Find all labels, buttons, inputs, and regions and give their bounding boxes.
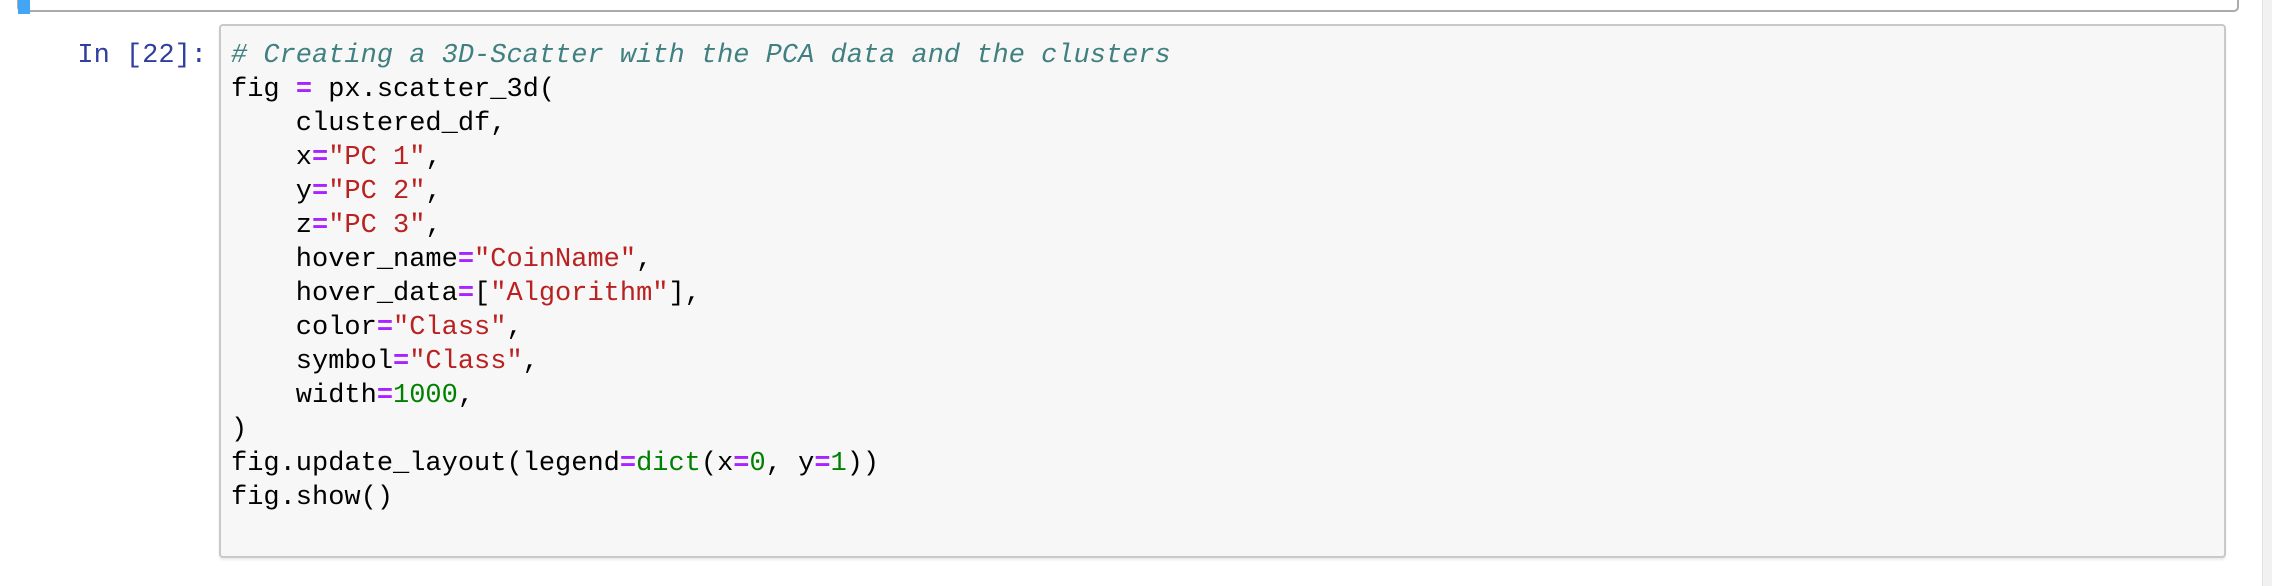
- code-line: width=1000,: [231, 379, 2214, 413]
- code-line: hover_name="CoinName",: [231, 243, 2214, 277]
- code-token: "CoinName": [474, 245, 637, 275]
- code-token: [: [474, 279, 491, 309]
- code-line: ): [231, 413, 2214, 447]
- code-token: 1: [830, 449, 847, 479]
- code-token: , y: [765, 449, 815, 479]
- code-cell-input[interactable]: # Creating a 3D-Scatter with the PCA dat…: [219, 24, 2226, 558]
- code-line: fig.show(): [231, 481, 2214, 515]
- code-line: z="PC 3",: [231, 209, 2214, 243]
- code-token: px.scatter_3d(: [312, 75, 556, 105]
- code-token: "PC 1": [328, 143, 426, 173]
- code-token: =: [312, 177, 329, 207]
- code-token: =: [312, 211, 329, 241]
- selected-cell-indicator: [18, 0, 30, 14]
- code-token: "PC 3": [328, 211, 426, 241]
- code-token: ,: [457, 381, 475, 411]
- code-token: =: [376, 381, 394, 411]
- code-token: fig: [231, 75, 296, 105]
- code-token: =: [376, 313, 394, 343]
- code-token: =: [457, 279, 475, 309]
- code-token: ,: [425, 143, 442, 173]
- code-token: fig.show(): [231, 483, 394, 513]
- code-token: x: [231, 143, 313, 173]
- scrollbar[interactable]: [2262, 0, 2272, 586]
- code-token: =: [295, 75, 313, 105]
- code-line: clustered_df,: [231, 107, 2214, 141]
- code-token: ): [231, 415, 248, 445]
- code-token: # Creating a 3D-Scatter with the PCA dat…: [231, 41, 1171, 71]
- code-token: ,: [425, 211, 442, 241]
- code-line: # Creating a 3D-Scatter with the PCA dat…: [231, 39, 2214, 73]
- code-token: 1000: [393, 381, 458, 411]
- code-token: 0: [749, 449, 766, 479]
- code-line: fig = px.scatter_3d(: [231, 73, 2214, 107]
- code-token: y: [231, 177, 313, 207]
- code-token: =: [619, 449, 637, 479]
- code-token: "Class": [409, 347, 523, 377]
- code-token: hover_name: [231, 245, 458, 275]
- code-token: color: [231, 313, 377, 343]
- code-token: z: [231, 211, 313, 241]
- code-token: hover_data: [231, 279, 458, 309]
- code-token: (x: [700, 449, 734, 479]
- input-prompt: In [22]:: [77, 41, 207, 71]
- code-token: clustered_df,: [231, 109, 507, 139]
- code-token: ,: [636, 245, 653, 275]
- code-token: "PC 2": [328, 177, 426, 207]
- code-token: symbol: [231, 347, 394, 377]
- code-token: ],: [668, 279, 701, 309]
- code-token: width: [231, 381, 377, 411]
- code-token: =: [457, 245, 475, 275]
- code-token: fig.update_layout(legend: [231, 449, 620, 479]
- code-token: =: [393, 347, 410, 377]
- code-token: =: [814, 449, 831, 479]
- code-line: y="PC 2",: [231, 175, 2214, 209]
- code-line: color="Class",: [231, 311, 2214, 345]
- code-line: x="PC 1",: [231, 141, 2214, 175]
- code-line: hover_data=["Algorithm"],: [231, 277, 2214, 311]
- code-token: =: [312, 143, 329, 173]
- code-token: "Class": [393, 313, 507, 343]
- code-token: ,: [522, 347, 539, 377]
- code-token: =: [733, 449, 750, 479]
- selected-cell-above[interactable]: [17, 0, 2239, 14]
- code-token: dict: [636, 449, 701, 479]
- code-token: "Algorithm": [490, 279, 669, 309]
- code-editor[interactable]: # Creating a 3D-Scatter with the PCA dat…: [221, 26, 2224, 555]
- code-line: symbol="Class",: [231, 345, 2214, 379]
- code-line: fig.update_layout(legend=dict(x=0, y=1)): [231, 447, 2214, 481]
- code-token: ,: [506, 313, 523, 343]
- code-token: )): [846, 449, 880, 479]
- code-token: ,: [425, 177, 442, 207]
